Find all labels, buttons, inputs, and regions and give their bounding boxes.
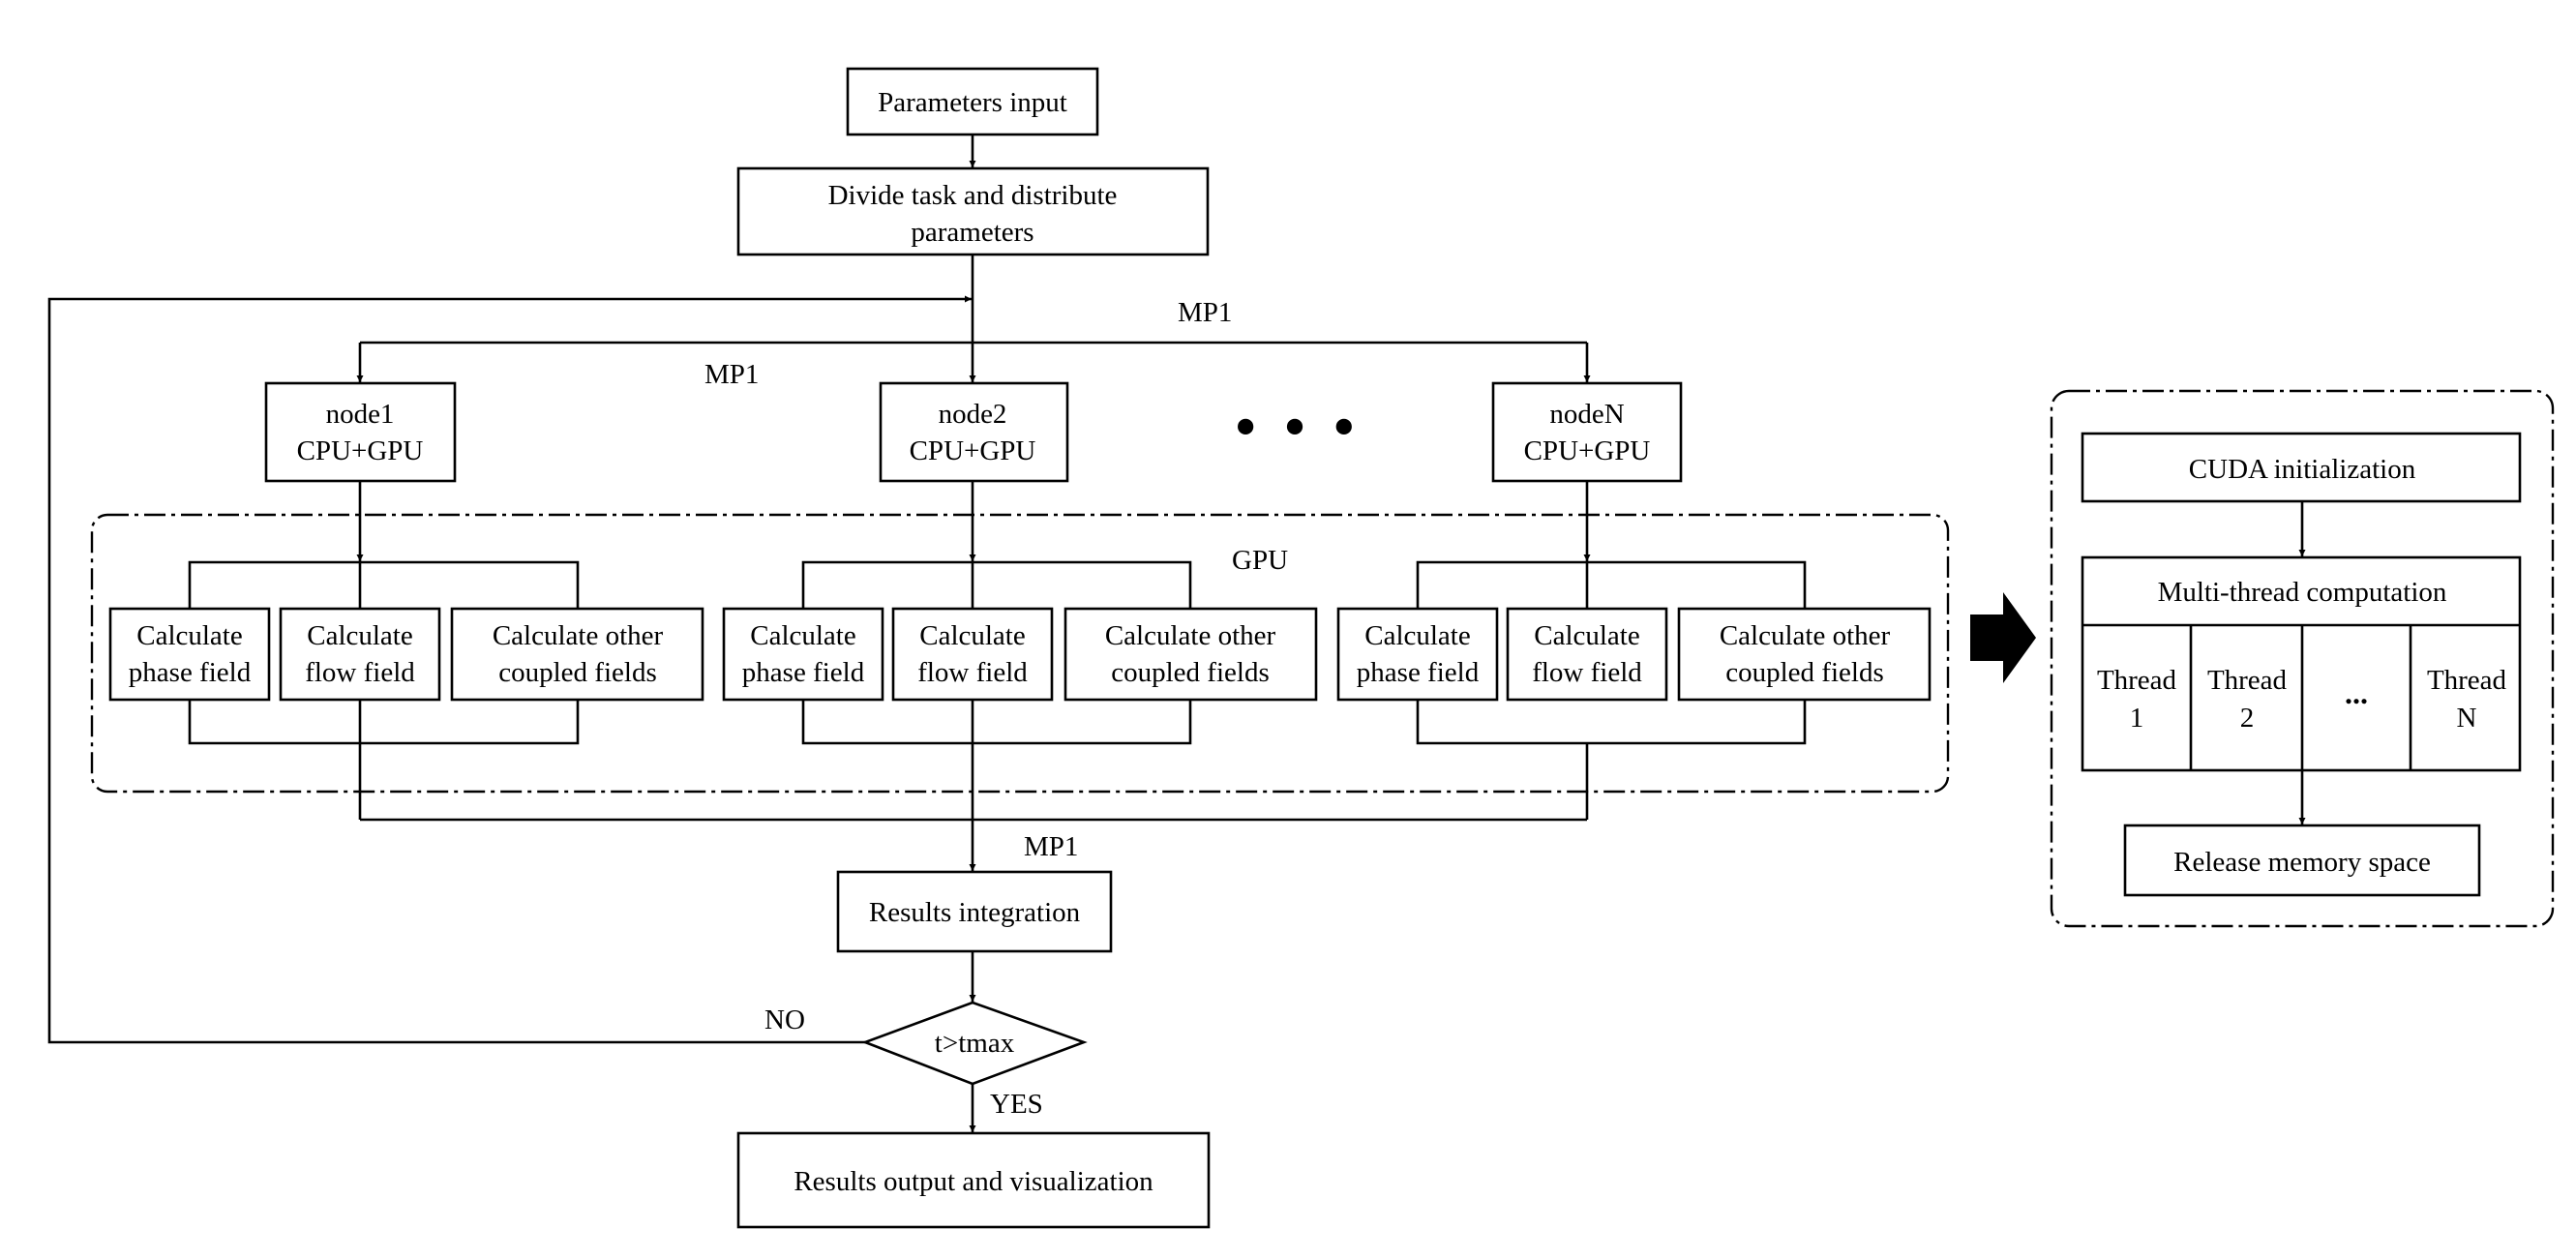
divide-task-label-line2: parameters (911, 217, 1033, 248)
expand-arrow-icon (1970, 592, 2036, 683)
thread-2-l2: 2 (2240, 703, 2255, 734)
thread-2-l1: Thread (2207, 665, 2288, 696)
cuda-init-box (2081, 432, 2522, 503)
g3-calc-flow-box (1506, 607, 1668, 702)
results-integration-label: Results integration (869, 897, 1081, 928)
node1-hw: CPU+GPU (297, 435, 424, 466)
cuda-panel-region (2050, 389, 2555, 928)
nodeN-name: nodeN (1549, 399, 1624, 430)
g1-calc-other-box (450, 607, 704, 702)
results-output-box (736, 1131, 1211, 1229)
results-output-label: Results output and visualization (794, 1166, 1153, 1197)
thread-n-l1: Thread (2427, 665, 2507, 696)
g1-calc-other-l1: Calculate other (493, 620, 664, 651)
node1-name: node1 (326, 399, 395, 430)
nodeN-box (1491, 381, 1683, 483)
release-memory-label: Release memory space (2173, 847, 2431, 878)
g2-calc-other-l1: Calculate other (1105, 620, 1276, 651)
g3-calc-flow-l1: Calculate (1534, 620, 1640, 651)
release-memory-box (2123, 824, 2481, 897)
node2-hw: CPU+GPU (910, 435, 1036, 466)
mp1-left-label: MP1 (704, 359, 759, 390)
mp1-bottom-label: MP1 (1024, 831, 1078, 862)
yes-label: YES (990, 1089, 1043, 1120)
g3-calc-phase-l1: Calculate (1364, 620, 1471, 651)
g2-calc-flow-box (891, 607, 1054, 702)
g3-calc-other-l1: Calculate other (1720, 620, 1891, 651)
decision-label: t>tmax (935, 1028, 1015, 1059)
g3-calc-other-l2: coupled fields (1725, 657, 1883, 688)
divide-task-label-line1: Divide task and distribute (828, 180, 1118, 211)
g3-calc-phase-l2: phase field (1357, 657, 1480, 688)
mp1-top-label: MP1 (1178, 297, 1232, 328)
g3-calc-flow-l2: flow field (1532, 657, 1642, 688)
node2-box (879, 381, 1069, 483)
thread-n-l2: N (2457, 703, 2477, 734)
g2-calc-other-box (1063, 607, 1318, 702)
gpu-label: GPU (1232, 545, 1288, 576)
gpu-region (90, 513, 1950, 794)
cuda-init-label: CUDA initialization (2189, 454, 2416, 485)
parameters-input-label: Parameters input (878, 87, 1067, 118)
divide-task-box (736, 166, 1210, 256)
no-label: NO (764, 1004, 805, 1035)
group1-top-bracket (188, 560, 580, 609)
node1-box (264, 381, 457, 483)
ellipsis-dots: • • • (1230, 398, 1361, 461)
results-integration-box (836, 870, 1113, 953)
group3-bottom-bracket (1416, 700, 1807, 745)
parameters-input-box (846, 67, 1099, 136)
g2-calc-other-l2: coupled fields (1111, 657, 1269, 688)
g2-calc-phase-l2: phase field (742, 657, 865, 688)
g1-calc-phase-l1: Calculate (136, 620, 243, 651)
loop-back-arrow (47, 295, 972, 1044)
thread-1-l1: Thread (2097, 665, 2177, 696)
g1-calc-flow-box (279, 607, 441, 702)
node2-name: node2 (939, 399, 1007, 430)
g2-calc-flow-l1: Calculate (919, 620, 1026, 651)
nodeN-hw: CPU+GPU (1524, 435, 1651, 466)
g2-calc-flow-l2: flow field (917, 657, 1028, 688)
thread-1-l2: 1 (2130, 703, 2144, 734)
g1-calc-flow-l1: Calculate (307, 620, 413, 651)
thread-ellipsis: ... (2345, 675, 2368, 710)
g1-calc-flow-l2: flow field (305, 657, 415, 688)
g2-calc-phase-box (722, 607, 884, 702)
g3-calc-phase-box (1336, 607, 1499, 702)
group3-top-bracket (1416, 560, 1807, 609)
group2-bottom-bracket (801, 700, 1192, 745)
g1-calc-other-l2: coupled fields (498, 657, 656, 688)
g1-calc-phase-l2: phase field (129, 657, 252, 688)
group1-bottom-bracket (188, 700, 580, 745)
g1-calc-phase-box (108, 607, 271, 702)
g2-calc-phase-l1: Calculate (750, 620, 856, 651)
g3-calc-other-box (1677, 607, 1932, 702)
group2-top-bracket (801, 560, 1192, 609)
multi-thread-label: Multi-thread computation (2158, 577, 2447, 608)
